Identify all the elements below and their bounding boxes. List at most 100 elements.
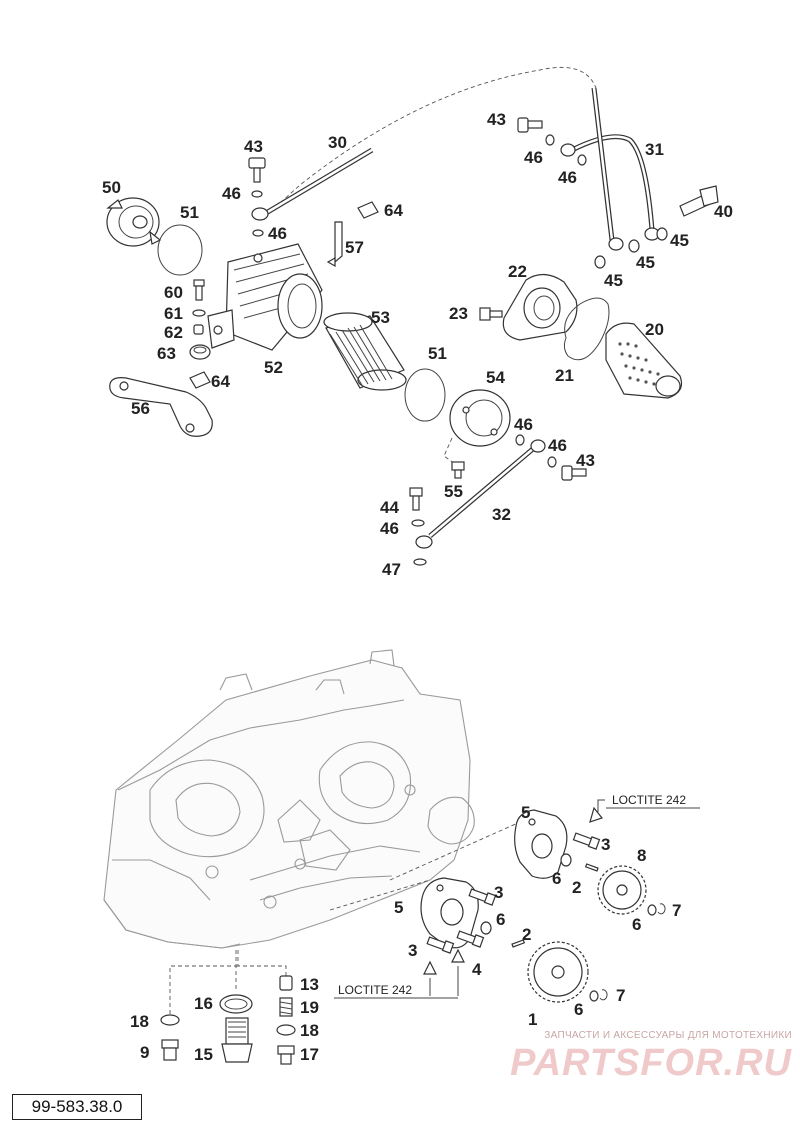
guide-line — [169, 965, 238, 1014]
label-31: 31 — [645, 140, 664, 159]
strainer-15 — [221, 1017, 253, 1063]
gear-1 — [527, 941, 589, 1003]
label-3: 3 — [408, 941, 417, 960]
label-43: 43 — [576, 451, 595, 470]
washer-46f — [547, 456, 557, 468]
label-60: 60 — [164, 283, 183, 302]
washer-6a — [560, 853, 572, 867]
pin-2a — [584, 863, 599, 872]
sleeve-62 — [193, 324, 204, 335]
plug-63 — [189, 344, 211, 360]
label-45: 45 — [604, 271, 623, 290]
label-46: 46 — [558, 168, 577, 187]
banjo-bolt-43a — [248, 157, 266, 183]
clip-64b — [189, 371, 211, 389]
label-16: 16 — [194, 994, 213, 1013]
o-ring-51b — [404, 368, 446, 422]
label-15: 15 — [194, 1045, 213, 1064]
label-55: 55 — [444, 482, 463, 501]
label-46: 46 — [380, 519, 399, 538]
label-50: 50 — [102, 178, 121, 197]
label-45: 45 — [636, 253, 655, 272]
bracket-hole — [119, 381, 129, 391]
screw-60 — [193, 279, 205, 301]
label-51: 51 — [428, 344, 447, 363]
filter-housing-52 — [207, 243, 323, 351]
washer-6b — [647, 904, 657, 916]
washer-46d — [577, 154, 587, 166]
oil-line-32 — [415, 439, 546, 549]
guide-line — [329, 879, 431, 911]
loctite-drop — [451, 948, 465, 963]
label-30: 30 — [328, 133, 347, 152]
washer-6d — [589, 990, 599, 1002]
document-code-box: 99-583.38.0 — [12, 1094, 142, 1120]
washer-46c — [545, 134, 555, 146]
guide-line — [389, 821, 521, 881]
label-4: 4 — [472, 960, 482, 979]
oil-line-30 — [251, 147, 374, 237]
label-64: 64 — [384, 201, 403, 220]
label-61: 61 — [164, 304, 183, 323]
pump-cover-5a — [514, 809, 568, 879]
o-ring-16 — [219, 994, 253, 1014]
washer-46g — [411, 519, 425, 527]
pump-cover-5b — [420, 877, 479, 949]
filter-cover-22 — [502, 273, 578, 341]
label-3: 3 — [601, 835, 610, 854]
label-7: 7 — [616, 986, 625, 1005]
label-53: 53 — [371, 308, 390, 327]
plug-9 — [161, 1039, 179, 1061]
washer-45b — [628, 239, 640, 253]
washer-47 — [413, 558, 427, 566]
label-46: 46 — [222, 184, 241, 203]
watermark-logo: PARTSFOR.RU — [510, 1042, 792, 1084]
label-23: 23 — [449, 304, 468, 323]
label-46: 46 — [548, 436, 567, 455]
screw-4 — [456, 930, 485, 948]
bracket-hole — [185, 423, 195, 433]
label-9: 9 — [140, 1043, 149, 1062]
oil-line-31 — [560, 87, 660, 251]
label-5: 5 — [521, 803, 530, 822]
label-64: 64 — [211, 372, 230, 391]
label-46: 46 — [268, 224, 287, 243]
label-63: 63 — [157, 344, 176, 363]
circlip-7b — [599, 989, 608, 1001]
label-2: 2 — [572, 878, 581, 897]
screw-3b — [468, 888, 497, 906]
loctite-drop — [589, 806, 604, 823]
label-17: 17 — [300, 1045, 319, 1064]
washer-45a — [656, 227, 668, 241]
label-6: 6 — [496, 910, 505, 929]
label-40: 40 — [714, 202, 733, 221]
label-45: 45 — [670, 231, 689, 250]
watermark-caption: ЗАПЧАСТИ И АКСЕССУАРЫ ДЛЯ МОТОТЕХНИКИ — [544, 1030, 792, 1041]
washer-46e — [515, 434, 525, 446]
label-6: 6 — [552, 869, 561, 888]
screw-3c — [426, 936, 455, 954]
label-44: 44 — [380, 498, 399, 517]
label-46: 46 — [514, 415, 533, 434]
o-ring-51a — [157, 224, 203, 276]
label-20: 20 — [645, 320, 664, 339]
loctite-leader — [597, 799, 605, 812]
label-18: 18 — [130, 1012, 149, 1031]
crankcase-outline — [103, 649, 475, 949]
label-6: 6 — [574, 1000, 583, 1019]
clip-64a — [357, 201, 379, 219]
label-46: 46 — [524, 148, 543, 167]
label-57: 57 — [345, 238, 364, 257]
filter-element-53 — [323, 312, 407, 391]
cover-50 — [106, 197, 162, 247]
bracket-plate-56 — [109, 377, 213, 437]
banjo-bolt-43c — [561, 465, 587, 481]
label-43: 43 — [244, 137, 263, 156]
label-43: 43 — [487, 110, 506, 129]
washer-18b — [276, 1024, 296, 1036]
loctite-label: LOCTITE 242 — [612, 793, 686, 807]
label-32: 32 — [492, 505, 511, 524]
circlip-7a — [657, 903, 666, 915]
label-22: 22 — [508, 262, 527, 281]
